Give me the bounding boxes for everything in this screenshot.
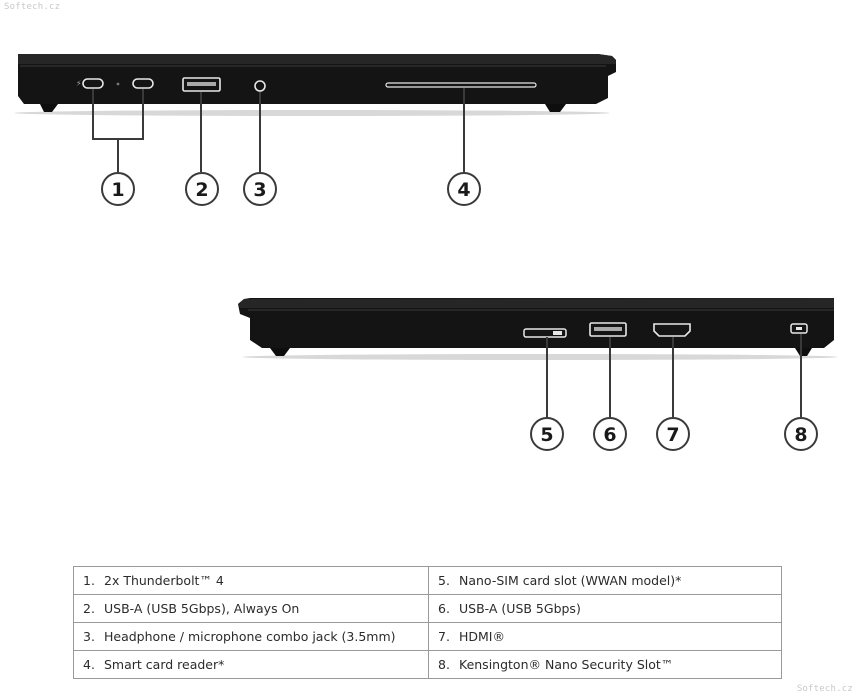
audio-jack xyxy=(254,80,266,92)
leader-lines-top xyxy=(92,88,465,172)
shadow-left-view xyxy=(14,110,610,116)
watermark-top: Softech.cz xyxy=(4,2,61,12)
legend-cell: 4. Smart card reader* xyxy=(73,650,429,679)
callout-2: 2 xyxy=(185,172,219,206)
legend-cell: 2. USB-A (USB 5Gbps), Always On xyxy=(73,594,429,623)
svg-text:⚡: ⚡ xyxy=(76,79,82,88)
legend-text: 2x Thunderbolt™ 4 xyxy=(104,573,224,588)
legend-text: Headphone / microphone combo jack (3.5mm… xyxy=(104,629,396,644)
callout-3-label: 3 xyxy=(253,179,266,201)
foot-right-2 xyxy=(795,348,812,356)
legend-cell: 8. Kensington® Nano Security Slot™ xyxy=(428,650,782,679)
callout-1: 1 xyxy=(101,172,135,206)
table-row: 4. Smart card reader* 8. Kensington® Nano … xyxy=(73,650,782,679)
leader-lines-bottom xyxy=(546,334,802,417)
callouts-top: 1 2 3 4 xyxy=(101,172,481,206)
legend-number: 2. xyxy=(83,601,95,616)
hdmi-port xyxy=(653,323,691,337)
laptop-left-side: ⚡ xyxy=(18,54,616,112)
callout-2-label: 2 xyxy=(195,179,208,201)
callout-5: 5 xyxy=(530,417,564,451)
callout-8: 8 xyxy=(784,417,818,451)
legend-text: USB-A (USB 5Gbps), Always On xyxy=(104,601,300,616)
callouts-bottom: 5 6 7 8 xyxy=(530,417,818,451)
legend-number: 3. xyxy=(83,629,95,644)
legend-text: Kensington® Nano Security Slot™ xyxy=(459,657,674,672)
legend-number: 1. xyxy=(83,573,95,588)
legend-cell: 7. HDMI® xyxy=(428,622,782,651)
legend-text: Smart card reader* xyxy=(104,657,225,672)
legend-number: 5. xyxy=(438,573,450,588)
legend-number: 7. xyxy=(438,629,450,644)
legend-number: 8. xyxy=(438,657,450,672)
legend-cell: 3. Headphone / microphone combo jack (3.5… xyxy=(73,622,429,651)
thunderbolt-port-1 xyxy=(82,78,104,89)
legend-text: USB-A (USB 5Gbps) xyxy=(459,601,581,616)
foot-right-1 xyxy=(270,348,290,356)
callout-4: 4 xyxy=(447,172,481,206)
usb-a-port-always-on xyxy=(182,77,221,92)
foot-left-1 xyxy=(40,104,58,112)
callout-8-label: 8 xyxy=(794,424,807,446)
table-row: 1. 2x Thunderbolt™ 4 5. Nano-SIM card slot… xyxy=(73,566,782,595)
legend-text: Nano-SIM card slot (WWAN model)* xyxy=(459,573,682,588)
callout-1-label: 1 xyxy=(111,179,124,201)
table-row: 2. USB-A (USB 5Gbps), Always On 6. USB-A (… xyxy=(73,594,782,623)
callout-6: 6 xyxy=(593,417,627,451)
laptop-side-views: ⚡ 1 2 xyxy=(14,54,838,451)
callout-5-label: 5 xyxy=(540,424,553,446)
table-row: 3. Headphone / microphone combo jack (3.5… xyxy=(73,622,782,651)
nano-sim-slot xyxy=(523,328,567,338)
callout-3: 3 xyxy=(243,172,277,206)
legend-number: 4. xyxy=(83,657,95,672)
ports-legend-table: 1. 2x Thunderbolt™ 4 5. Nano-SIM card slot… xyxy=(73,566,782,679)
callout-6-label: 6 xyxy=(603,424,616,446)
watermark-bottom: Softech.cz xyxy=(796,684,853,694)
shadow-right-view xyxy=(242,354,838,360)
legend-cell: 1. 2x Thunderbolt™ 4 xyxy=(73,566,429,595)
foot-left-2 xyxy=(545,104,566,112)
legend-cell: 5. Nano-SIM card slot (WWAN model)* xyxy=(428,566,782,595)
laptop-right-side xyxy=(238,298,834,356)
thunderbolt-port-2 xyxy=(132,78,154,89)
callout-4-label: 4 xyxy=(457,179,470,201)
usb-a-port xyxy=(589,322,627,337)
kensington-slot xyxy=(790,323,808,334)
callout-7-label: 7 xyxy=(666,424,679,446)
callout-7: 7 xyxy=(656,417,690,451)
legend-number: 6. xyxy=(438,601,450,616)
smart-card-slot xyxy=(385,82,537,88)
legend-text: HDMI® xyxy=(459,629,505,644)
legend-cell: 6. USB-A (USB 5Gbps) xyxy=(428,594,782,623)
